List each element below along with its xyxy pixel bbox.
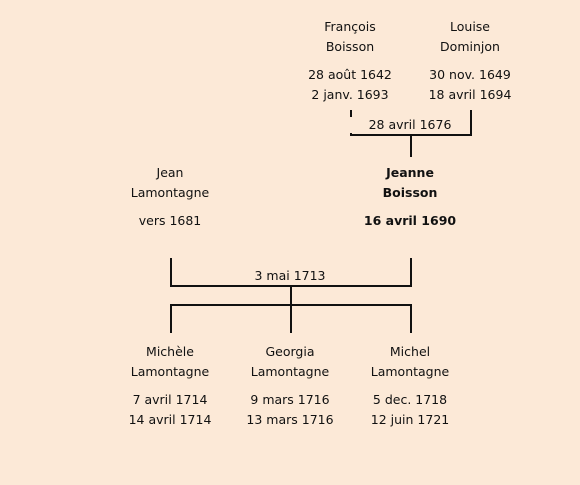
birth-date: 16 avril 1690: [363, 213, 457, 228]
first-name: Jeanne: [386, 165, 434, 180]
death-date: 13 mars 1716: [246, 412, 334, 427]
last-name: Boisson: [382, 185, 438, 200]
marriage-date: 3 mai 1713: [230, 268, 350, 284]
life-dates: 9 mars 1716 13 mars 1716: [220, 390, 360, 430]
life-dates: vers 1681: [100, 211, 240, 231]
first-name: Georgia: [265, 344, 315, 359]
birth-date: 30 nov. 1649: [429, 67, 511, 82]
descent-line: [410, 134, 412, 157]
first-name: Michel: [389, 344, 431, 359]
descent-line: [290, 285, 292, 305]
birth-date: 9 mars 1716: [250, 392, 330, 407]
life-dates: 5 dec. 1718 12 juin 1721: [340, 390, 480, 430]
death-date: 12 juin 1721: [370, 412, 450, 427]
birth-date: 5 dec. 1718: [372, 392, 448, 407]
death-date: 14 avril 1714: [128, 412, 212, 427]
birth-date: 7 avril 1714: [132, 392, 208, 407]
person-francois-boisson: François Boisson 28 août 1642 2 janv. 16…: [280, 17, 420, 105]
life-dates: 30 nov. 1649 18 avril 1694: [400, 65, 540, 105]
marriage-date: 28 avril 1676: [350, 117, 470, 133]
death-date: 2 janv. 1693: [311, 87, 389, 102]
life-dates: 28 août 1642 2 janv. 1693: [280, 65, 420, 105]
first-name: François: [324, 19, 376, 34]
person-michel-lamontagne: Michel Lamontagne 5 dec. 1718 12 juin 17…: [340, 342, 480, 430]
child-line: [170, 304, 172, 333]
last-name: Dominjon: [440, 39, 500, 54]
life-dates: 7 avril 1714 14 avril 1714: [100, 390, 240, 430]
child-line: [290, 304, 292, 333]
last-name: Lamontagne: [370, 364, 450, 379]
last-name: Lamontagne: [130, 185, 210, 200]
last-name: Lamontagne: [250, 364, 330, 379]
last-name: Boisson: [325, 39, 375, 54]
birth-date: vers 1681: [138, 213, 202, 228]
person-georgia-lamontagne: Georgia Lamontagne 9 mars 1716 13 mars 1…: [220, 342, 360, 430]
connector-line: [410, 258, 412, 287]
death-date: 18 avril 1694: [428, 87, 512, 102]
person-jean-lamontagne: Jean Lamontagne vers 1681: [100, 163, 240, 231]
last-name: Lamontagne: [130, 364, 210, 379]
birth-date: 28 août 1642: [308, 67, 392, 82]
person-michele-lamontagne: Michèle Lamontagne 7 avril 1714 14 avril…: [100, 342, 240, 430]
connector-line: [470, 110, 472, 135]
person-jeanne-boisson: Jeanne Boisson 16 avril 1690: [340, 163, 480, 231]
first-name: Michèle: [146, 344, 194, 359]
connector-line: [170, 258, 172, 287]
child-line: [410, 304, 412, 333]
first-name: Louise: [450, 19, 490, 34]
first-name: Jean: [156, 165, 184, 180]
life-dates: 16 avril 1690: [340, 211, 480, 231]
person-louise-dominjon: Louise Dominjon 30 nov. 1649 18 avril 16…: [400, 17, 540, 105]
